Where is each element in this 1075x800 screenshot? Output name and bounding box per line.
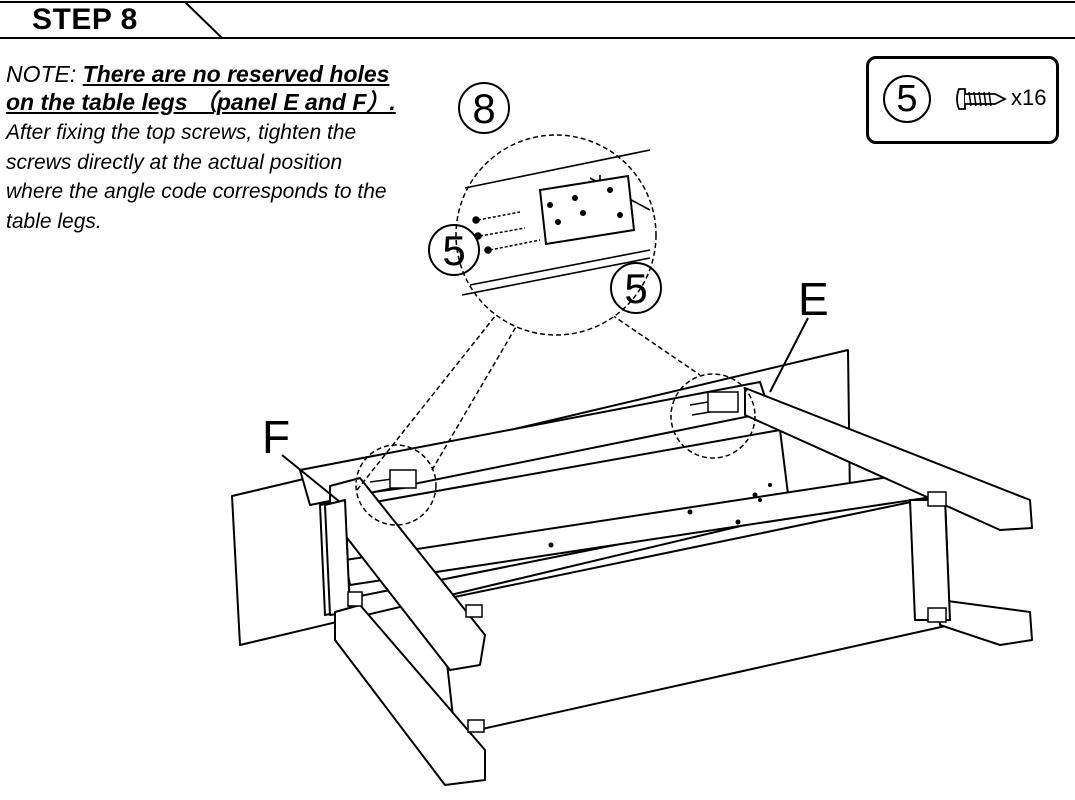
- note-body-line: screws directly at the actual position: [6, 150, 343, 174]
- part-number-badge: 5: [883, 75, 931, 123]
- angle-bracket-detail: [538, 174, 636, 246]
- note-body-line: After fixing the top screws, tighten the: [6, 121, 357, 144]
- angle-bracket: [927, 607, 947, 623]
- parts-box: 5 x16: [866, 56, 1059, 144]
- note-body-line: where the angle code corresponds to the: [6, 180, 387, 203]
- assembly-note: NOTE: There are no reserved holes on the…: [6, 60, 476, 236]
- note-prefix: NOTE:: [6, 61, 77, 87]
- leader-line: [356, 309, 501, 491]
- leader-line: [431, 319, 521, 471]
- note-emphasis-line1: There are no reserved holes: [82, 61, 390, 87]
- angle-bracket: [467, 719, 485, 733]
- detail-callout-number: 8: [458, 82, 510, 134]
- screw-callout-bottom: 5: [610, 262, 662, 314]
- part-quantity: x16: [1011, 85, 1047, 110]
- note-body-line: table legs.: [6, 209, 102, 233]
- angle-bracket: [465, 604, 483, 618]
- detail-marker-left: [355, 444, 437, 526]
- step-header-tab: [0, 1, 1075, 39]
- leader-line: [611, 314, 701, 376]
- note-emphasis-line2: on the table legs （panel E and F）.: [6, 89, 396, 115]
- panel-e-label: E: [798, 273, 829, 325]
- leg-e-top-bar: [744, 387, 1033, 531]
- detail-marker-right: [670, 373, 756, 459]
- angle-bracket: [347, 591, 363, 607]
- screw-callout-left: 5: [428, 224, 480, 276]
- screw-icon: [956, 88, 1007, 110]
- step-title: STEP 8: [32, 3, 138, 36]
- panel-f-label: F: [262, 411, 291, 463]
- angle-bracket: [927, 491, 947, 507]
